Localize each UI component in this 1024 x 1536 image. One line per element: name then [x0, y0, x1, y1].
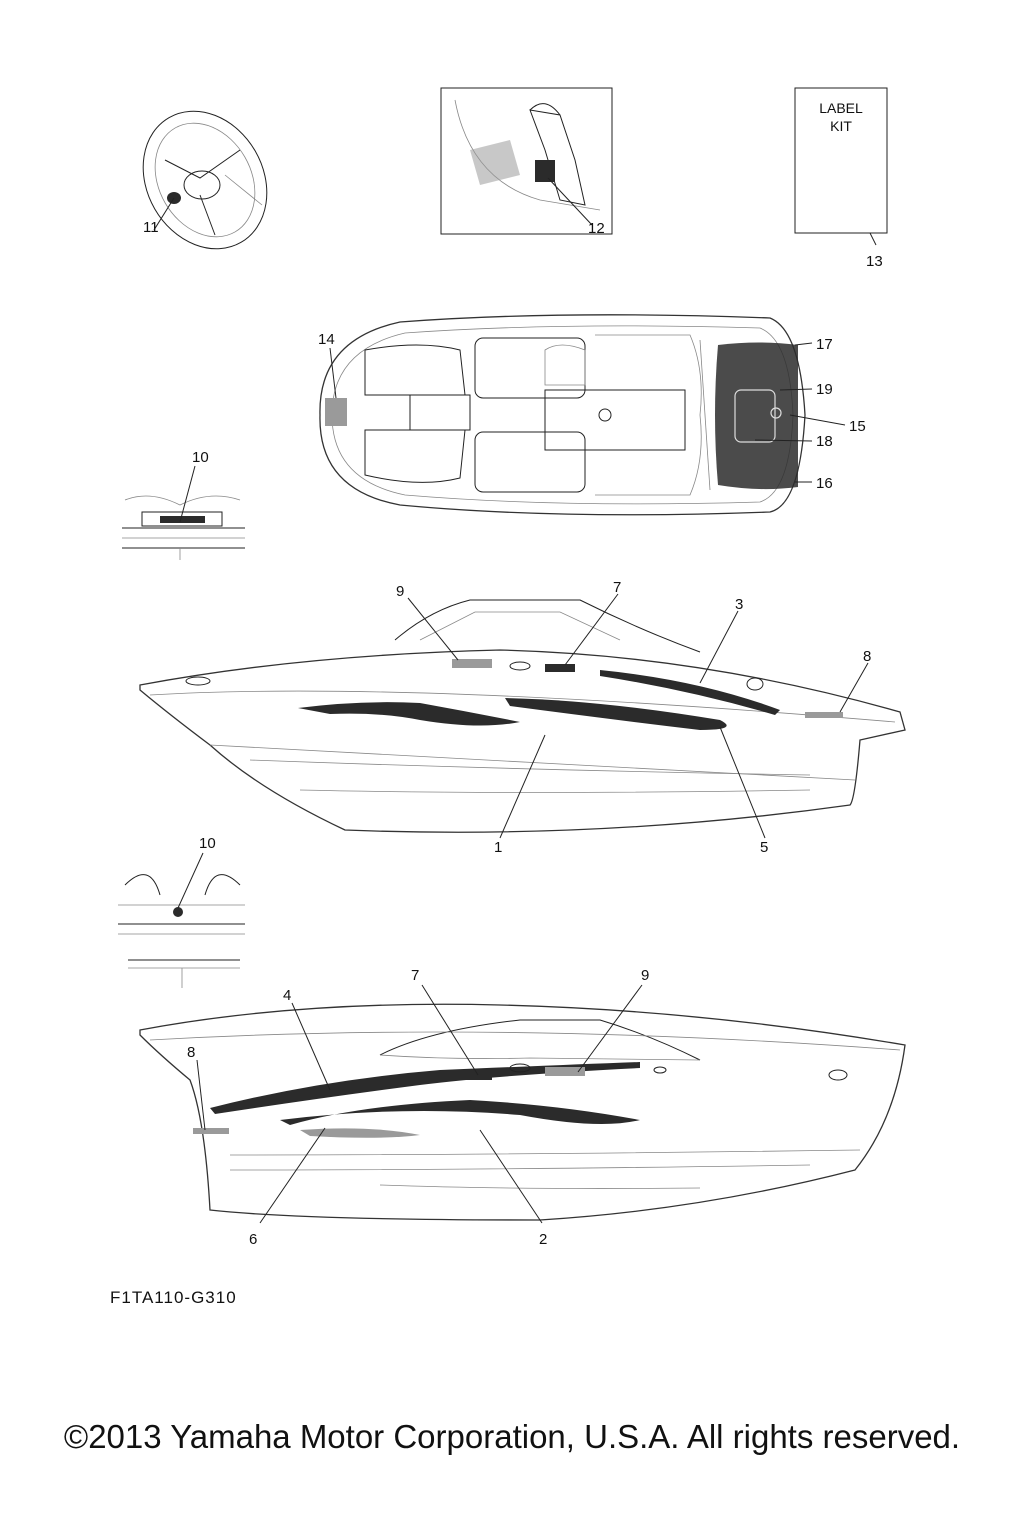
graphic-decal-1 [298, 702, 520, 726]
callout-19: 19 [816, 381, 833, 398]
callout-12: 12 [588, 220, 605, 237]
callout-18: 18 [816, 433, 833, 450]
yamaha-logo-decal-9 [452, 659, 492, 668]
callout-8-lower: 8 [187, 1044, 195, 1061]
callout-3: 3 [735, 596, 743, 613]
graphic-decal-2 [280, 1100, 640, 1125]
callout-6: 6 [249, 1231, 257, 1248]
throttle-illustration [440, 87, 613, 235]
callout-17: 17 [816, 336, 833, 353]
callout-2: 2 [539, 1231, 547, 1248]
boat-side-view-port [139, 984, 906, 1224]
label-kit-line1: LABEL [819, 100, 863, 116]
callout-13: 13 [866, 253, 883, 270]
transom-detail-lower [118, 852, 245, 988]
callout-10-lower: 10 [199, 835, 216, 852]
callout-7-upper: 7 [613, 579, 621, 596]
throttle-decal [535, 160, 555, 182]
boat-side-view-starboard [139, 593, 906, 839]
graphic-decal-6 [300, 1128, 420, 1138]
lower-emblem-decal [173, 907, 183, 917]
model-logo-decal-7-port [460, 1072, 492, 1080]
callout-7-lower: 7 [411, 967, 419, 984]
callout-9-upper: 9 [396, 583, 404, 600]
copyright-notice: ©2013 Yamaha Motor Corporation, U.S.A. A… [63, 1418, 961, 1455]
label-kit-box [794, 87, 888, 246]
transom-detail-upper [122, 465, 245, 560]
model-logo-decal-7 [545, 664, 575, 672]
callout-16: 16 [816, 475, 833, 492]
callout-4: 4 [283, 987, 291, 1004]
callout-10-upper: 10 [192, 449, 209, 466]
transom-emblem-decal [160, 516, 205, 523]
stripe-decal-4 [210, 1062, 640, 1114]
label-kit-line2: KIT [830, 118, 852, 134]
stripe-decal-3 [600, 670, 780, 715]
twin-engine-decal-8 [805, 712, 843, 718]
callout-5: 5 [760, 839, 768, 856]
callout-11: 11 [143, 219, 159, 236]
callout-14: 14 [318, 331, 335, 348]
callout-1: 1 [494, 839, 502, 856]
graphic-decal-5 [505, 698, 727, 730]
steering-wheel-illustration [142, 110, 268, 250]
swim-platform-mat [715, 342, 798, 490]
part-code: F1TA110-G310 [110, 1288, 237, 1307]
twin-engine-decal-8-port [193, 1128, 229, 1134]
callout-9-lower: 9 [641, 967, 649, 984]
callout-15: 15 [849, 418, 866, 435]
callout-8-upper: 8 [863, 648, 871, 665]
boat-top-view [319, 314, 846, 516]
yamaha-logo-decal-9-port [545, 1067, 585, 1076]
